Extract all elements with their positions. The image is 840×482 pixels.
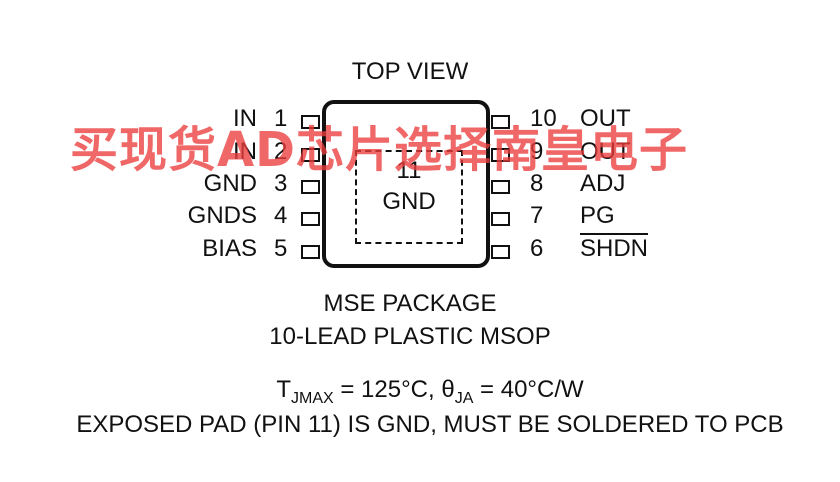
package-line-1: MSE PACKAGE: [323, 290, 497, 317]
pin-name-10: OUT: [580, 105, 631, 132]
pin-number-4: 4: [274, 202, 288, 229]
theta-subscript: JA: [454, 389, 474, 407]
pin-lead-4: [301, 212, 320, 226]
pin-name-1: IN: [233, 105, 257, 132]
pin-lead-5: [301, 245, 320, 259]
pin-name-5: BIAS: [202, 235, 257, 262]
pin-lead-2: [301, 148, 320, 162]
pin-name-8: ADJ: [580, 170, 626, 197]
pin-number-5: 5: [274, 235, 288, 262]
pin-lead-7: [491, 212, 510, 226]
package-line-2: 10-LEAD PLASTIC MSOP: [269, 323, 551, 350]
pin-number-2: 2: [274, 138, 288, 165]
pin-number-1: 1: [274, 105, 288, 132]
tjmax-subscript: JMAX: [291, 389, 334, 407]
watermark-text: 买现货AD芯片选择南皇电子: [70, 122, 688, 178]
pin-lead-8: [491, 180, 510, 194]
pin-lead-10: [491, 115, 510, 129]
theta-symbol: θ: [441, 376, 455, 403]
pin-lead-9: [491, 148, 510, 162]
pin-name-6: SHDN: [580, 235, 649, 262]
pin-number-10: 10: [530, 105, 557, 132]
thermal-spec: TJMAX = 125°C, θJA = 40°C/W: [0, 376, 840, 408]
tjmax-value: = 125°C,: [333, 376, 442, 403]
pin-number-3: 3: [274, 170, 288, 197]
pin-name-2: IN: [233, 138, 257, 165]
pin-number-9: 9: [530, 138, 544, 165]
exposed-pad-note: EXPOSED PAD (PIN 11) IS GND, MUST BE SOL…: [76, 411, 784, 438]
diagram-title: TOP VIEW: [351, 58, 469, 85]
pin-name-4: GNDS: [187, 202, 257, 229]
theta-value: = 40°C/W: [473, 376, 584, 403]
pin-number-6: 6: [530, 235, 544, 262]
pin-number-7: 7: [530, 202, 544, 229]
pin-lead-1: [301, 115, 320, 129]
exposed-pad-number: 11: [396, 157, 422, 184]
pin-name-7: PG: [580, 202, 615, 229]
pin-name-9: OUT: [580, 138, 631, 165]
pin-name-3: GND: [203, 170, 257, 197]
pin-lead-6: [491, 245, 510, 259]
exposed-pad-name: GND: [382, 188, 436, 215]
pin-number-8: 8: [530, 170, 544, 197]
tjmax-symbol: T: [276, 376, 291, 403]
pin-lead-3: [301, 180, 320, 194]
exposed-pad-outline: [355, 150, 463, 244]
